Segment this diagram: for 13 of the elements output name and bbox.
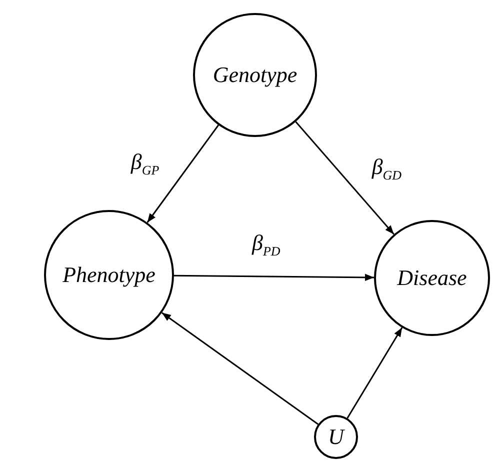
edge-label: β$_{GP}$ (130, 151, 160, 177)
arrow (161, 312, 319, 425)
arrow (146, 124, 220, 223)
edge-label: β$_{GD}$ (372, 156, 402, 181)
arrow (174, 274, 374, 281)
arrow (346, 327, 403, 419)
node-label: Phenotype (62, 262, 156, 288)
node-label: Disease (397, 265, 467, 291)
arrow (295, 121, 394, 235)
confounder-circle (314, 415, 358, 459)
edge-label: β$_{PD}$ (252, 232, 280, 258)
node-label: U (328, 424, 344, 450)
node-label: Genotype (212, 62, 298, 88)
